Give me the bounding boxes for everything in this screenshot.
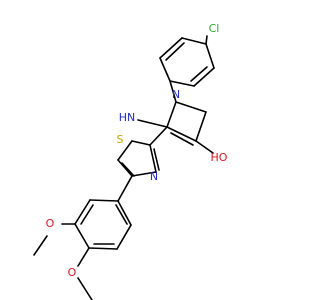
bond (74, 223, 90, 249)
bond (121, 162, 135, 177)
bond (33, 235, 48, 256)
bond (88, 247, 118, 250)
pyrrolone-ring (137, 80, 214, 154)
bond (77, 247, 90, 267)
bond (166, 101, 177, 128)
bond (153, 148, 160, 171)
bond (117, 175, 133, 202)
bond (131, 140, 151, 146)
molecule-structure: Cl N HN HO S N O O (33, 22, 228, 300)
sulfur-label: S (117, 133, 124, 146)
bond (74, 199, 91, 225)
bond (175, 101, 207, 113)
bond (149, 144, 157, 173)
ring-nitrogen-label: N (172, 88, 180, 101)
bond (89, 199, 119, 202)
thiazole-ring (117, 140, 160, 177)
bond (170, 132, 194, 146)
bond (169, 80, 195, 87)
right-methoxy-oxygen-label: O (68, 266, 77, 279)
left-methoxy-oxygen-label: O (46, 217, 55, 230)
bond (137, 119, 168, 128)
bond (165, 42, 185, 61)
bond (166, 126, 197, 142)
bond (195, 111, 207, 142)
imine-nitrogen-label: HN (119, 111, 136, 124)
structure-canvas: Cl N HN HO S N O O (33, 22, 228, 300)
bond (169, 80, 177, 103)
bond (116, 224, 132, 250)
dimethoxyphenyl-ring (33, 175, 133, 300)
bond (77, 277, 93, 300)
bond (159, 57, 171, 82)
bond (149, 126, 168, 146)
bond (131, 171, 157, 177)
bond (80, 204, 94, 225)
hydroxyl-label: HO (211, 151, 228, 164)
bond (205, 43, 215, 69)
bond (117, 159, 133, 177)
bond (117, 140, 133, 161)
chlorophenyl-ring (159, 35, 215, 87)
bond (193, 67, 215, 87)
bond (115, 204, 128, 225)
bond (181, 37, 207, 45)
bond (117, 200, 132, 226)
bond (190, 66, 208, 82)
bond (205, 35, 208, 45)
bond (159, 37, 183, 59)
bond (195, 140, 214, 154)
chlorine-label: Cl (209, 22, 220, 35)
thiazole-nitrogen-label: N (150, 170, 158, 183)
